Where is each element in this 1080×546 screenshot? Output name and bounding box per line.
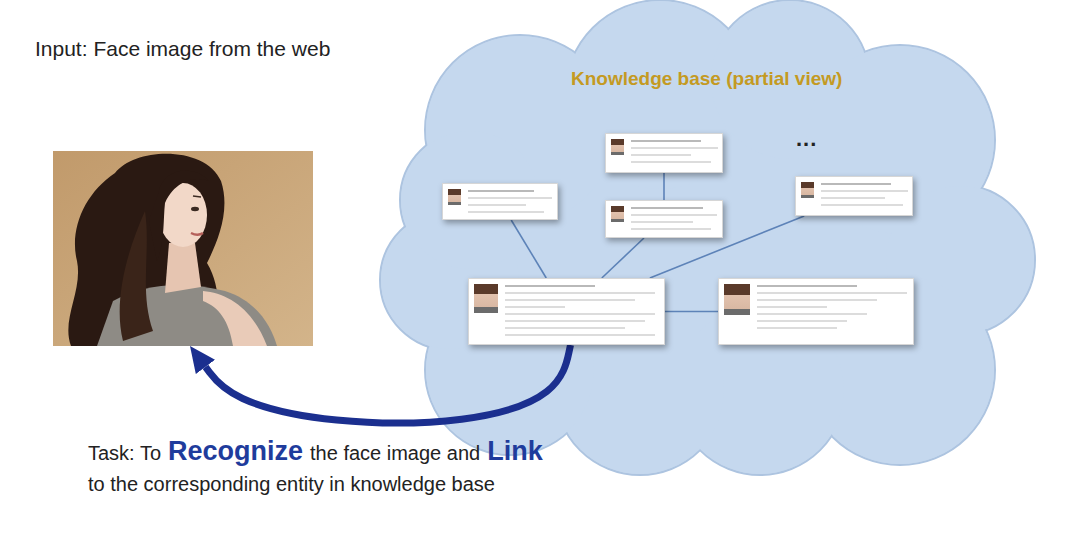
face-photo-illustration [53,151,313,346]
text-placeholder-line [468,190,534,192]
entity-card [605,133,723,173]
input-heading: Input: Face image from the web [35,37,330,61]
text-placeholder-line [631,154,691,156]
text-placeholder-line [468,204,526,206]
avatar-thumbnail [611,139,624,155]
text-placeholder-line [631,228,711,230]
avatar-thumbnail [611,206,624,222]
text-placeholder-line [821,204,903,206]
text-placeholder-line [821,190,908,192]
task-keyword: Recognize [168,436,303,467]
text-placeholder-line [757,292,907,294]
text-placeholder-line [505,327,625,329]
knowledge-cloud: Knowledge base (partial view)... [378,0,1040,490]
avatar-thumbnail [801,182,814,198]
avatar-thumbnail [474,284,498,313]
entity-card [605,200,723,238]
task-text: the face image and [310,442,480,465]
task-line: to the corresponding entity in knowledge… [88,473,543,496]
task-line: Task: To Recognize the face image and Link [88,436,543,467]
label-holder: ... [796,126,817,152]
text-placeholder-line [505,313,655,315]
text-placeholder-line [505,320,645,322]
text-placeholder-line [757,320,847,322]
text-placeholder-line [631,140,701,142]
entity-card [718,278,914,345]
avatar-thumbnail [448,189,461,205]
text-placeholder-line [505,334,655,336]
entity-card [442,183,558,220]
text-placeholder-line [821,183,891,185]
text-placeholder-line [757,327,837,329]
text-placeholder-line [505,306,565,308]
text-placeholder-line [631,207,703,209]
text-placeholder-line [631,221,693,223]
task-text: Task: To [88,442,161,465]
task-statement: Task: ToRecognizethe face image andLink … [88,436,543,496]
text-placeholder-line [821,197,885,199]
text-placeholder-line [631,161,711,163]
avatar-thumbnail [724,284,750,315]
face-photo: Input: Face image from the web [53,151,313,346]
text-placeholder-line [505,292,655,294]
entity-card-main [468,278,665,345]
text-placeholder-line [757,313,867,315]
text-placeholder-line [505,299,635,301]
text-placeholder-line [757,299,877,301]
text-placeholder-line [468,211,544,213]
text-placeholder-line [757,285,857,287]
task-keyword: Link [487,436,543,467]
heading-holder: Knowledge base (partial view) [571,68,842,90]
heading-holder: Input: Face image from the web [35,37,330,61]
text-placeholder-line [631,147,718,149]
text-placeholder-line [468,197,552,199]
text-placeholder-line [631,214,717,216]
entity-card [795,176,913,216]
text-placeholder-line [757,306,827,308]
cloud-heading: Knowledge base (partial view) [571,68,842,90]
ellipsis-mark: ... [796,126,817,152]
text-placeholder-line [505,285,595,287]
task-text: to the corresponding entity in knowledge… [88,473,495,496]
